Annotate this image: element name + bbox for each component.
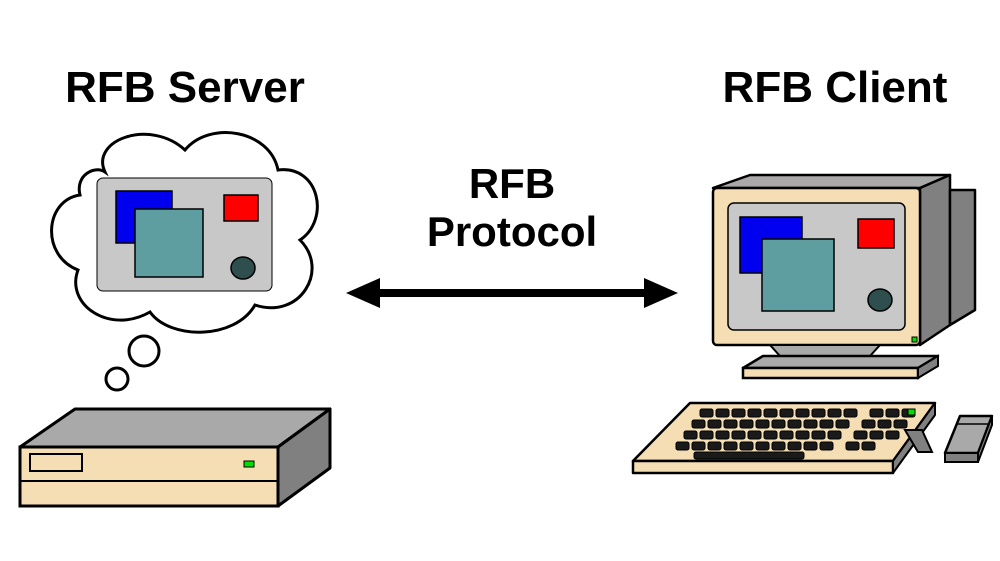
protocol-label-line2: Protocol: [426, 208, 598, 255]
keyboard-front: [631, 459, 895, 475]
monitor-top: [711, 173, 952, 190]
monitor-neck: [767, 344, 883, 357]
keyboard-key: [715, 408, 730, 418]
keyboard-key: [861, 441, 876, 451]
server-box-icon: [18, 407, 332, 508]
mouse-icon: [943, 414, 994, 463]
keyboard-key: [683, 430, 698, 440]
protocol-label: RFB Protocol: [392, 160, 632, 256]
mouse-side: [977, 415, 993, 463]
keyboard-key: [755, 441, 770, 451]
server-led: [243, 460, 255, 468]
keyboard-foot: [903, 429, 934, 453]
monitor-rear: [948, 188, 977, 327]
keyboard-key: [707, 441, 722, 451]
server-title: RFB Server: [65, 63, 305, 112]
server-drive-bay: [29, 453, 83, 472]
keyboard-key: [819, 441, 834, 451]
thought-bubble-small: [104, 366, 130, 392]
keyboard-key: [819, 419, 834, 429]
keyboard-key: [787, 441, 802, 451]
thought-bubble-large: [127, 334, 161, 368]
keyboard-key: [723, 441, 738, 451]
keyboard-icon: [631, 401, 937, 475]
keyboard-key: [869, 430, 884, 440]
arrow-head-right: [644, 278, 678, 308]
keyboard-key: [675, 441, 690, 451]
keyboard-keys: [675, 408, 916, 460]
keyboard-key: [747, 430, 762, 440]
keyboard-key: [845, 441, 860, 451]
keyboard-key: [763, 430, 778, 440]
monitor-stand-top: [741, 354, 940, 370]
keyboard-key: [715, 430, 730, 440]
keyboard-key: [795, 430, 810, 440]
keyboard-key: [843, 408, 858, 418]
keyboard-key: [787, 419, 802, 429]
keyboard-key: [691, 419, 706, 429]
keyboard-key: [893, 419, 908, 429]
keyboard-key: [877, 419, 892, 429]
monitor-power-led: [911, 336, 918, 343]
arrow-head-left: [346, 278, 380, 308]
keyboard-key: [699, 430, 714, 440]
keyboard-key: [755, 419, 770, 429]
keyboard-key: [885, 408, 900, 418]
monitor-stand-side: [917, 354, 939, 380]
keyboard-key: [747, 408, 762, 418]
keyboard-spacebar: [693, 451, 805, 460]
monitor-stand-front: [741, 366, 920, 380]
keyboard-key: [771, 441, 786, 451]
keyboard-key: [707, 419, 722, 429]
keyboard-key: [731, 408, 746, 418]
keyboard-key: [827, 430, 842, 440]
monitor-side: [918, 173, 952, 347]
protocol-label-line1: RFB: [468, 160, 556, 207]
monitor-dark-dot: [867, 288, 893, 312]
keyboard-key: [803, 441, 818, 451]
cloud-dark-dot: [230, 256, 256, 280]
keyboard-key: [691, 441, 706, 451]
monitor-window-red: [857, 218, 895, 249]
keyboard-key: [731, 430, 746, 440]
cloud-window-red: [223, 194, 259, 222]
keyboard-key: [779, 430, 794, 440]
keyboard-led: [907, 408, 916, 416]
keyboard-key: [861, 419, 876, 429]
keyboard-key: [835, 419, 850, 429]
keyboard-key: [853, 430, 868, 440]
keyboard-key: [763, 408, 778, 418]
keyboard-key: [699, 408, 714, 418]
keyboard-key: [771, 419, 786, 429]
keyboard-key: [811, 408, 826, 418]
keyboard-key: [795, 408, 810, 418]
keyboard-key: [869, 408, 884, 418]
keyboard-key: [723, 419, 738, 429]
thought-cloud-icon: [50, 131, 319, 392]
cloud-window-teal: [134, 208, 204, 278]
double-arrow-icon: [346, 278, 678, 308]
keyboard-key: [885, 430, 900, 440]
keyboard-key: [739, 441, 754, 451]
mouse-front: [944, 452, 979, 463]
keyboard-key: [803, 419, 818, 429]
keyboard-key: [811, 430, 826, 440]
monitor-icon: [711, 173, 977, 380]
client-title: RFB Client: [722, 63, 948, 112]
keyboard-key: [827, 408, 842, 418]
keyboard-key: [779, 408, 794, 418]
keyboard-key: [739, 419, 754, 429]
monitor-window-teal: [761, 238, 835, 312]
